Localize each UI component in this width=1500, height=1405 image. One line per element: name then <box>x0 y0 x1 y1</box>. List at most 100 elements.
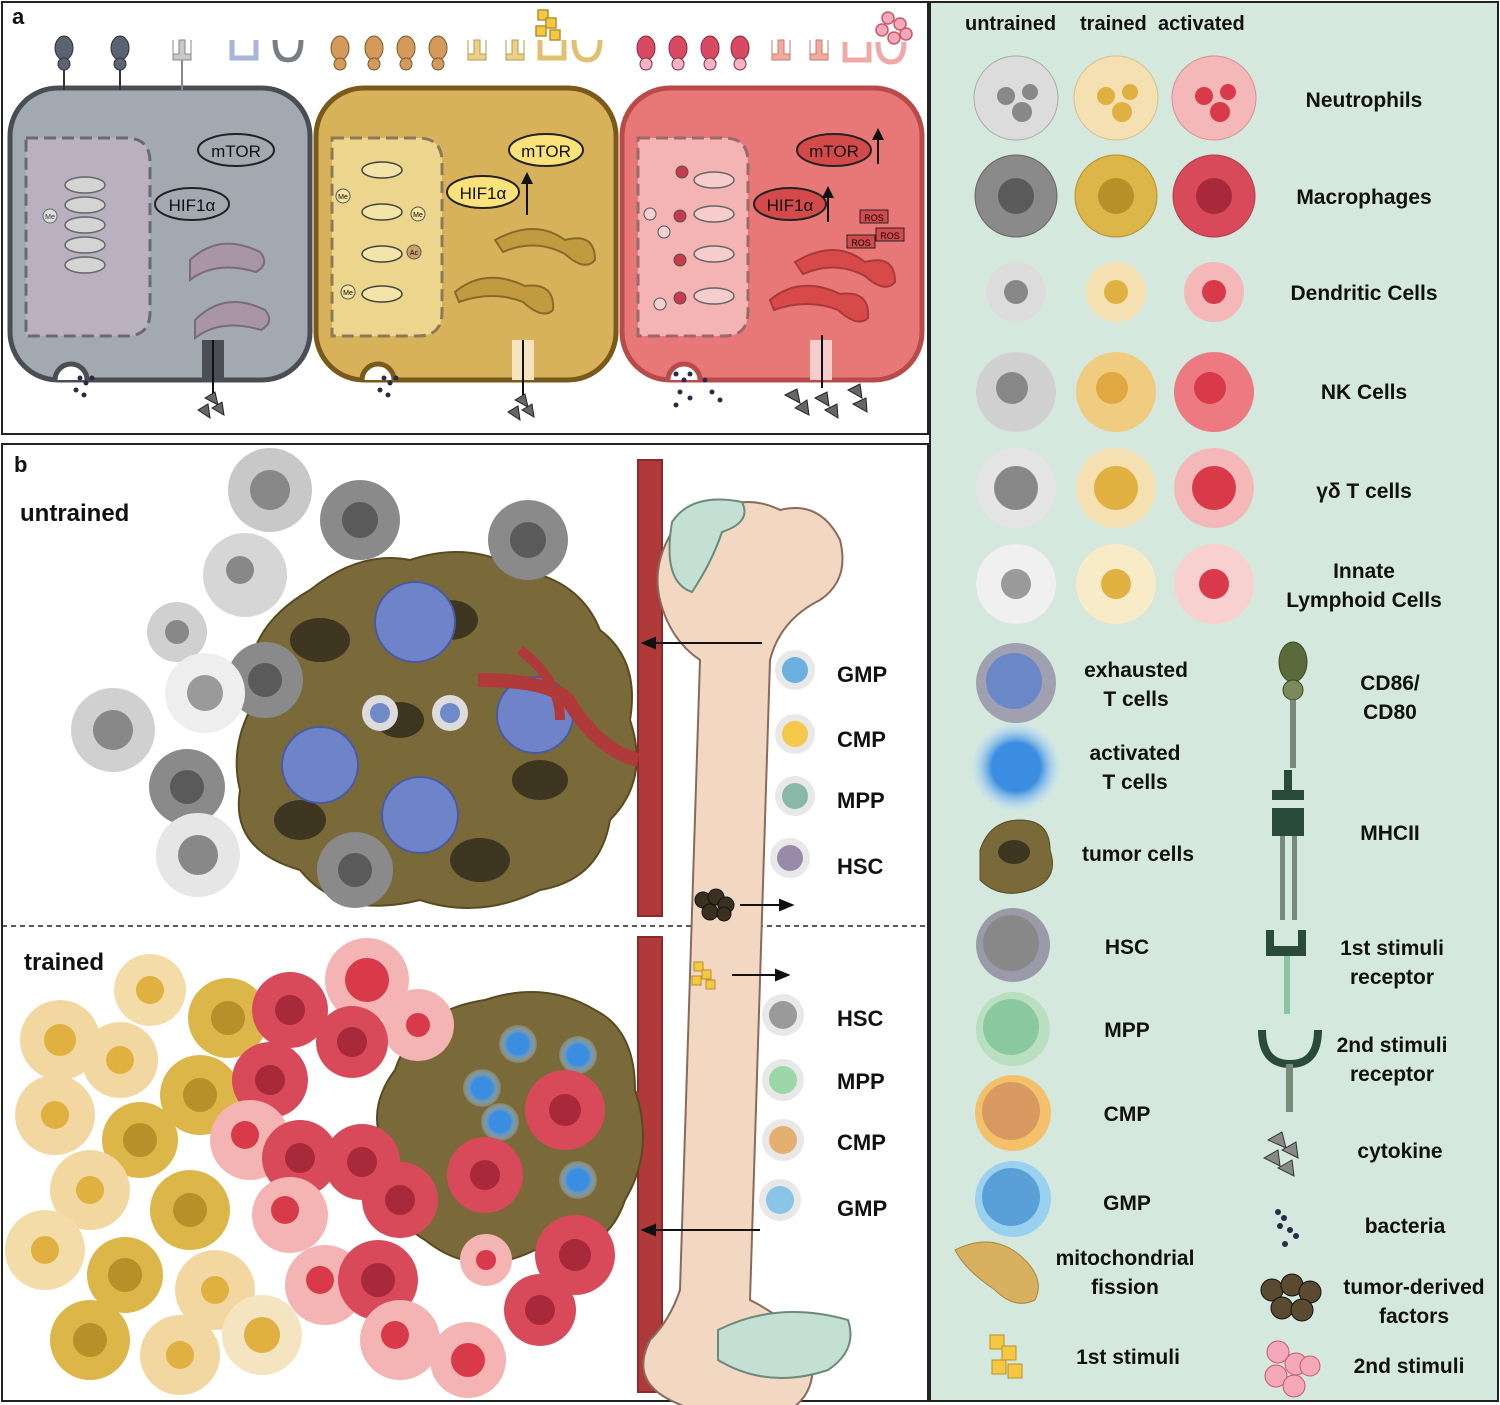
header-activated: activated <box>1158 13 1245 35</box>
label-cytokine: cytokine <box>1357 1140 1442 1163</box>
hif-oval <box>154 187 230 221</box>
label-hsc: HSC <box>837 1006 884 1031</box>
label-gmp: GMP <box>837 1196 887 1221</box>
mtor-oval <box>796 133 872 167</box>
bacteria-icon <box>673 371 723 408</box>
ros-badges: ROS ROS ROS <box>846 209 905 249</box>
arrows-b <box>640 636 795 1237</box>
label-mpp: MPP <box>837 1069 885 1094</box>
label-first-stimuli: 1st stimuli <box>1076 1346 1180 1369</box>
legend-left-icons <box>954 643 1060 1379</box>
first-stimuli-icon <box>535 9 561 41</box>
chromatin-icon <box>361 161 403 303</box>
legend-macrophages-icons <box>974 154 1256 238</box>
label-bacteria: bacteria <box>1365 1215 1446 1238</box>
header-untrained: untrained <box>965 13 1056 35</box>
untrained-heading: untrained <box>20 500 129 527</box>
tumor-derived-factors-icon <box>694 888 735 922</box>
mtor-oval <box>508 133 584 167</box>
bacteria-icon <box>73 375 95 398</box>
bone-cells-upper <box>770 650 815 878</box>
receptor-icon <box>229 39 304 63</box>
header-trained: trained <box>1080 13 1147 35</box>
label-hsc: HSC <box>837 854 884 879</box>
mhcii-icon <box>172 39 192 90</box>
label-cmp-legend: CMP <box>1104 1103 1151 1126</box>
label-nk: NK Cells <box>1321 381 1407 404</box>
ac-marks <box>643 165 689 311</box>
mitochondrion-icon <box>768 249 897 323</box>
activated-cells-red <box>210 938 615 1398</box>
hif-text: HIF1α <box>460 184 507 203</box>
label-gdt: γδ T cells <box>1316 480 1412 503</box>
svg-text:Me: Me <box>413 212 423 219</box>
label-hsc-legend: HSC <box>1105 936 1149 959</box>
hif-oval <box>753 187 827 221</box>
mhcii-icon <box>467 39 525 61</box>
label-neutrophils: Neutrophils <box>1306 89 1423 112</box>
trained-cells-yellow <box>5 954 302 1395</box>
label-gmp-legend: GMP <box>1103 1192 1151 1215</box>
t-cell-small <box>362 695 468 731</box>
legend-ilc-icons <box>976 544 1254 624</box>
bone-cells-lower <box>759 994 804 1221</box>
label-macrophages: Macrophages <box>1296 186 1431 209</box>
label-cmp: CMP <box>837 727 886 752</box>
legend-nk-icons <box>976 352 1254 432</box>
label-gmp: GMP <box>837 662 887 687</box>
mtor-text: mTOR <box>211 142 261 161</box>
svg-text:Me: Me <box>338 194 348 201</box>
legend-gdt-icons <box>976 448 1254 528</box>
me-mark: Me <box>45 214 55 221</box>
svg-text:Ac: Ac <box>410 250 419 257</box>
hif-oval <box>446 175 520 209</box>
legend-neutrophils-icons <box>973 55 1257 141</box>
label-cmp: CMP <box>837 1130 886 1155</box>
first-stimuli-icon <box>691 961 716 990</box>
cd86-receptor-icon <box>636 35 750 71</box>
label-cd86: CD86/CD80 <box>1360 672 1420 724</box>
cytokine-icon <box>197 391 225 420</box>
upper-immune-cells <box>71 448 568 908</box>
activated-t-cells <box>463 1025 597 1199</box>
lower-cell-labels: HSC MPP CMP GMP <box>837 1006 887 1221</box>
svg-text:ROS: ROS <box>864 213 884 223</box>
second-stimuli-icon <box>875 11 913 45</box>
svg-text:ROS: ROS <box>851 238 871 248</box>
legend-right-icons <box>1258 641 1322 1398</box>
hif-text: HIF1α <box>767 196 814 215</box>
panel-a-label: a <box>12 4 25 29</box>
chromatin-icon <box>693 171 735 305</box>
upper-cell-labels: GMP CMP MPP HSC <box>837 662 887 879</box>
label-second-stimuli: 2nd stimuli <box>1354 1355 1465 1378</box>
legend-cell-row-labels: Neutrophils Macrophages Dendritic Cells … <box>1286 89 1442 612</box>
cd86-receptor-icon <box>330 35 448 71</box>
cytokine-icon <box>783 383 868 419</box>
legend-dendritic-icons <box>986 262 1244 322</box>
label-tumor-cells: tumor cells <box>1082 843 1194 866</box>
bone-icon <box>642 498 852 1405</box>
cytokine-icon <box>507 393 535 422</box>
mhcii-icon <box>771 39 829 61</box>
cell-trained-a: mTOR HIF1α Me Me Me Ac <box>313 9 619 422</box>
exhausted-t-cells <box>281 581 574 854</box>
svg-text:ROS: ROS <box>880 231 900 241</box>
trained-heading: trained <box>24 949 104 976</box>
cd86-receptor-icon <box>54 35 130 90</box>
mitochondrion-icon <box>453 228 597 315</box>
chromatin-icon <box>64 176 106 274</box>
label-mpp: MPP <box>837 788 885 813</box>
bacteria-icon <box>377 375 399 398</box>
mtor-text: mTOR <box>809 142 859 161</box>
mtor-oval <box>197 133 275 167</box>
mitochondrion-icon <box>189 242 271 341</box>
legend-headers: untrained trained activated <box>965 13 1245 35</box>
